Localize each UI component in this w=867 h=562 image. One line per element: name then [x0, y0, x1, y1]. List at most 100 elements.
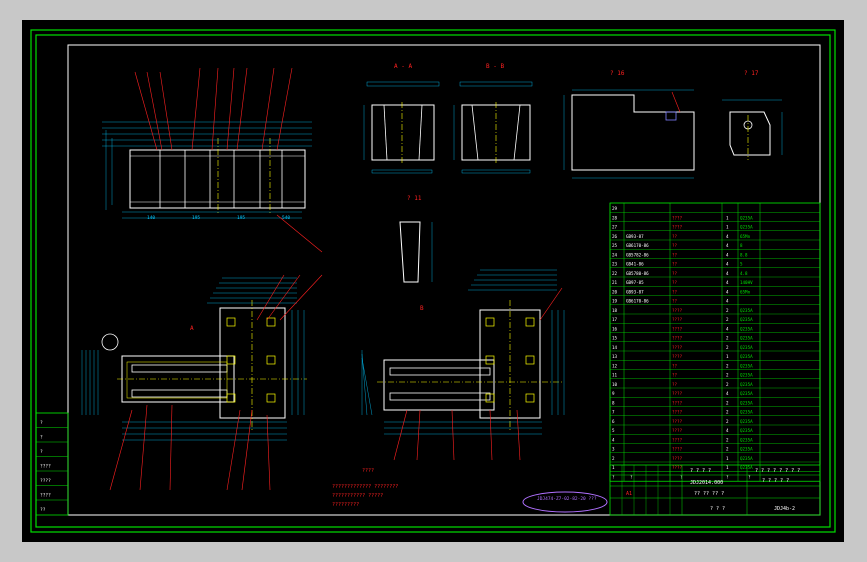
- bom-item-name: ??: [672, 280, 678, 285]
- drawing-frame: [67, 44, 821, 516]
- leader-line: [169, 404, 173, 491]
- bom-item-qty: 4: [726, 289, 729, 294]
- bom-item-qty: 1: [726, 465, 729, 470]
- bolt-hole: [485, 317, 495, 327]
- bom-item-material: Q235A: [740, 382, 753, 387]
- bom-item-qty: 2: [726, 308, 729, 313]
- plate-outline: [571, 94, 695, 171]
- revision-cell: ??: [40, 507, 46, 513]
- bom-item-number: 9: [612, 391, 615, 396]
- outer-border: [30, 29, 836, 533]
- section-aa: A - A: [363, 63, 440, 174]
- hidden-outline: [126, 361, 228, 399]
- bom-item-code: GB93-87: [626, 234, 644, 239]
- beam-outline: [389, 392, 491, 401]
- technical-notes: ????????????????? ??????????????????? ??…: [332, 468, 608, 513]
- dimension-line: [361, 353, 368, 416]
- bom-item-number: 4: [612, 437, 615, 442]
- bom-item-number: 15: [612, 336, 618, 341]
- bom-item-number: 10: [612, 382, 618, 387]
- leader-line: [134, 71, 158, 151]
- web-line: [513, 104, 521, 161]
- detail-17: ? 17: [722, 70, 783, 160]
- notes-line: ????????????? ????????: [332, 484, 398, 490]
- bom-item-material: Q235A: [740, 363, 753, 368]
- bom-item-number: 13: [612, 354, 618, 359]
- leader-line: [489, 409, 493, 461]
- bom-item-name: ????: [672, 437, 683, 442]
- leader-line: [671, 91, 681, 113]
- bom-item-qty: 4: [726, 252, 729, 257]
- bom-item-name: ????: [672, 428, 683, 433]
- stamp-outline: [522, 491, 608, 513]
- bom-item-name: ??: [672, 271, 678, 276]
- bom-item-material: Q235A: [740, 336, 753, 341]
- bolt-hole: [226, 355, 236, 365]
- bom-item-number: 26: [612, 234, 618, 239]
- bom-item-material: Q235A: [740, 317, 753, 322]
- bom-item-code: GB93-87: [626, 289, 644, 294]
- bom-item-number: 17: [612, 317, 618, 322]
- bom-item-number: 12: [612, 363, 618, 368]
- bolt-hole: [266, 355, 276, 365]
- section-outline: [371, 104, 435, 161]
- bom-item-code: GB6170-86: [626, 243, 649, 248]
- leader-line: [241, 409, 253, 491]
- leader-line: [159, 71, 173, 151]
- notes-line: ?????????: [332, 502, 359, 508]
- bom-item-material: Q235A: [740, 345, 753, 350]
- beam-outline: [131, 389, 228, 398]
- leader-line: [276, 67, 293, 151]
- bom-item-material: Q235A: [740, 465, 753, 470]
- bom-item-name: ??: [672, 382, 678, 387]
- bom-item-name: ??: [672, 289, 678, 294]
- bom-item-qty: 1: [726, 215, 729, 220]
- bom-item-qty: 4: [726, 271, 729, 276]
- bolt-hole: [485, 393, 495, 403]
- bom-item-number: 8: [612, 400, 615, 405]
- drawing-number: JDJ4b-2: [774, 506, 795, 512]
- bom-item-material: Q235A: [740, 308, 753, 313]
- bom-item-name: ????: [672, 317, 683, 322]
- bom-item-qty: 4: [726, 243, 729, 248]
- bom-item-material: 140HV: [740, 280, 753, 285]
- bom-item-name: ????: [672, 447, 683, 452]
- dimension-line: [361, 357, 373, 416]
- bom-item-material: Q235A: [740, 456, 753, 461]
- detail-16: ? 16: [563, 70, 695, 179]
- leader-line: [266, 274, 301, 321]
- inner-border: [35, 34, 831, 528]
- bom-item-name: ????: [672, 215, 683, 220]
- plan-view-a: A: [81, 274, 323, 491]
- bom-item-material: 8.8: [740, 252, 748, 257]
- bom-item-number: 14: [612, 345, 618, 350]
- detail-16-label: ? 16: [610, 70, 625, 77]
- leader-line: [516, 409, 521, 461]
- detail-11: ? 11: [399, 195, 433, 283]
- bom-item-name: ????: [672, 336, 683, 341]
- beam-outline: [389, 367, 491, 376]
- leader-line: [191, 67, 201, 151]
- bom-item-material: 5: [740, 262, 743, 267]
- bom-item-number: 1: [612, 465, 615, 470]
- bom-item-qty: 1: [726, 456, 729, 461]
- bom-item-qty: 2: [726, 317, 729, 322]
- bolt-hole: [266, 393, 276, 403]
- title-block: ? ? ? ?JDJ2014.000? ? ? ? ? ? ? ?? ? ? ?…: [609, 464, 821, 516]
- bom-item-number: 18: [612, 308, 618, 313]
- bom-item-number: 27: [612, 225, 618, 230]
- bom-item-code: GB5782-86: [626, 252, 649, 257]
- leader-line: [279, 274, 323, 321]
- company-name: ? ? ? ? ? ? ? ?: [755, 468, 800, 474]
- bom-item-number: 21: [612, 280, 618, 285]
- bolt-hole: [485, 355, 495, 365]
- bom-item-number: 24: [612, 252, 618, 257]
- leader-line: [226, 409, 241, 491]
- bom-item-name: ??: [672, 234, 678, 239]
- dimension-line: [371, 169, 433, 174]
- section-a-marker: A: [190, 325, 194, 332]
- reference: ?? ?? ?? ?: [694, 491, 724, 497]
- bom-header-no: ?: [612, 474, 615, 479]
- sheet-size: A1: [626, 491, 632, 497]
